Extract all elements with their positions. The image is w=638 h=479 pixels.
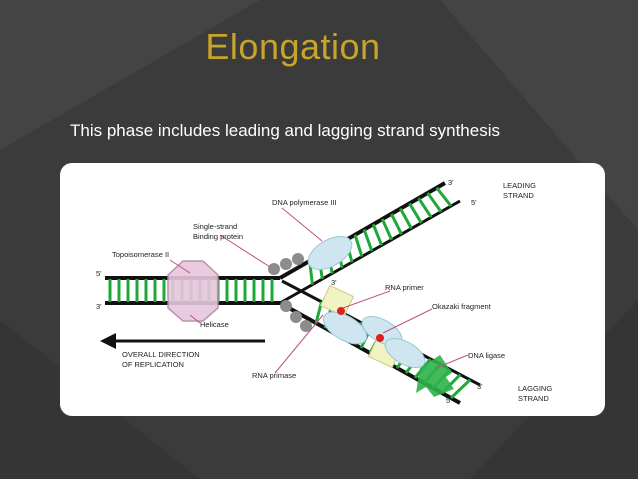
label-leading-strand: LEADING STRAND bbox=[503, 181, 538, 200]
label-dna-polymerase: DNA polymerase III bbox=[272, 198, 337, 207]
ssb-protein bbox=[280, 258, 292, 270]
label-pointers bbox=[169, 207, 469, 374]
end-mark-lagging-bottom: 5' bbox=[446, 396, 452, 405]
dna-polymerase-leading bbox=[307, 236, 353, 270]
base-pair-rung bbox=[408, 202, 423, 224]
slide-subtitle: This phase includes leading and lagging … bbox=[70, 121, 500, 140]
label-rna-primase: RNA primase bbox=[252, 371, 296, 380]
ssb-protein bbox=[268, 263, 280, 275]
rna-primer-dot bbox=[337, 307, 345, 315]
base-pair-rung bbox=[353, 234, 364, 258]
base-pair-rung bbox=[380, 218, 393, 241]
panel-reflection bbox=[60, 420, 605, 479]
slide-title: Elongation bbox=[205, 26, 381, 67]
base-pair-rung bbox=[426, 192, 443, 213]
ssb-protein bbox=[280, 300, 292, 312]
dna-replication-diagram: DNA polymerase III Single-strand Binding… bbox=[96, 178, 554, 405]
end-mark-leading-top: 3' bbox=[448, 178, 454, 187]
base-pair-rung bbox=[399, 207, 413, 230]
label-rna-primer: RNA primer bbox=[385, 283, 424, 292]
end-mark-leading-inner: 3' bbox=[331, 278, 337, 287]
dna-polymerase-lagging bbox=[384, 337, 426, 369]
base-pair-rung bbox=[417, 197, 433, 219]
direction-arrow bbox=[100, 333, 265, 349]
ssb-protein bbox=[300, 320, 312, 332]
base-pair-rung bbox=[371, 223, 384, 246]
end-mark-leading-mid: 5' bbox=[471, 198, 477, 207]
rna-primer-dot bbox=[376, 334, 384, 342]
leading-outer-strand bbox=[279, 181, 446, 280]
leading-inner-strand bbox=[279, 199, 461, 305]
label-helicase: Helicase bbox=[200, 320, 229, 329]
end-mark-lagging-inner: 3' bbox=[477, 382, 483, 391]
end-mark-left-bottom: 3' bbox=[96, 302, 102, 311]
label-topoisomerase: Topoisomerase II bbox=[112, 250, 169, 259]
label-lagging-strand: LAGGING STRAND bbox=[518, 384, 554, 403]
base-pair-rung bbox=[435, 186, 453, 208]
label-ssb: Single-strand Binding protein bbox=[193, 222, 243, 241]
base-pair-rung bbox=[449, 378, 472, 400]
label-dna-ligase: DNA ligase bbox=[468, 351, 505, 360]
label-direction: OVERALL DIRECTION OF REPLICATION bbox=[122, 350, 202, 369]
primase-block bbox=[319, 284, 355, 318]
dna-polymerase-lagging bbox=[322, 311, 368, 345]
ssb-protein bbox=[292, 253, 304, 265]
helicase-shape bbox=[167, 260, 219, 322]
diagram-panel: DNA polymerase III Single-strand Binding… bbox=[60, 163, 605, 416]
ssb-protein bbox=[290, 311, 302, 323]
ssb-proteins bbox=[268, 253, 312, 332]
base-pair-rung bbox=[362, 229, 374, 252]
base-pair-rung bbox=[390, 213, 403, 235]
label-okazaki: Okazaki fragment bbox=[432, 302, 492, 311]
leading-strand-arm bbox=[279, 181, 461, 305]
end-mark-left-top: 5' bbox=[96, 269, 102, 278]
dna-ligase-shape bbox=[416, 355, 454, 397]
